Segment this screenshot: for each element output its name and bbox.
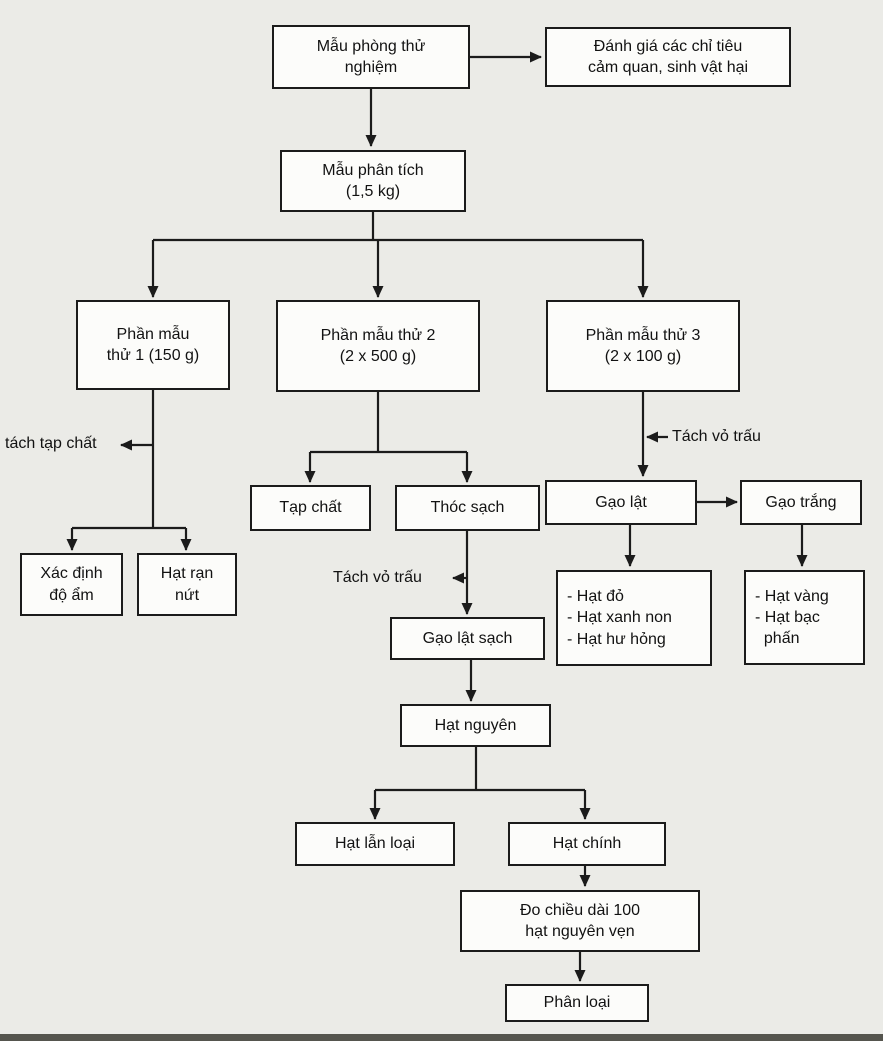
scan-edge-strip [0, 1034, 883, 1041]
node-measure-length: Đo chiều dài 100 hạt nguyên vẹn [460, 890, 700, 952]
node-impurities: Tạp chất [250, 485, 371, 531]
node-analysis-sample: Mẫu phân tích (1,5 kg) [280, 150, 466, 212]
node-sensory-evaluation: Đánh giá các chỉ tiêu cảm quan, sinh vật… [545, 27, 791, 87]
node-portion-2: Phần mẫu thử 2 (2 x 500 g) [276, 300, 480, 392]
node-white-rice-defects: - Hạt vàng - Hạt bạc phấn [744, 570, 865, 665]
edge-label-dehusk-middle: Tách vỏ trấu [333, 569, 422, 586]
node-portion-1: Phần mẫu thử 1 (150 g) [76, 300, 230, 390]
node-moisture-determination: Xác định độ ẩm [20, 553, 123, 616]
node-main-kernels: Hạt chính [508, 822, 666, 866]
node-mixed-kernels: Hạt lẫn loại [295, 822, 455, 866]
edge-label-remove-impurities: tách tạp chất [5, 435, 97, 452]
node-clean-brown-rice: Gạo lật sạch [390, 617, 545, 660]
node-brown-rice-defects: - Hạt đỏ - Hạt xanh non - Hạt hư hỏng [556, 570, 712, 666]
node-white-rice: Gạo trắng [740, 480, 862, 525]
node-portion-3: Phần mẫu thử 3 (2 x 100 g) [546, 300, 740, 392]
node-clean-paddy: Thóc sạch [395, 485, 540, 531]
node-lab-sample: Mẫu phòng thử nghiệm [272, 25, 470, 89]
node-brown-rice: Gạo lật [545, 480, 697, 525]
edge-label-dehusk-right: Tách vỏ trấu [672, 428, 761, 445]
node-cracked-kernels: Hạt rạn nứt [137, 553, 237, 616]
node-classification: Phân loại [505, 984, 649, 1022]
node-whole-kernels: Hạt nguyên [400, 704, 551, 747]
